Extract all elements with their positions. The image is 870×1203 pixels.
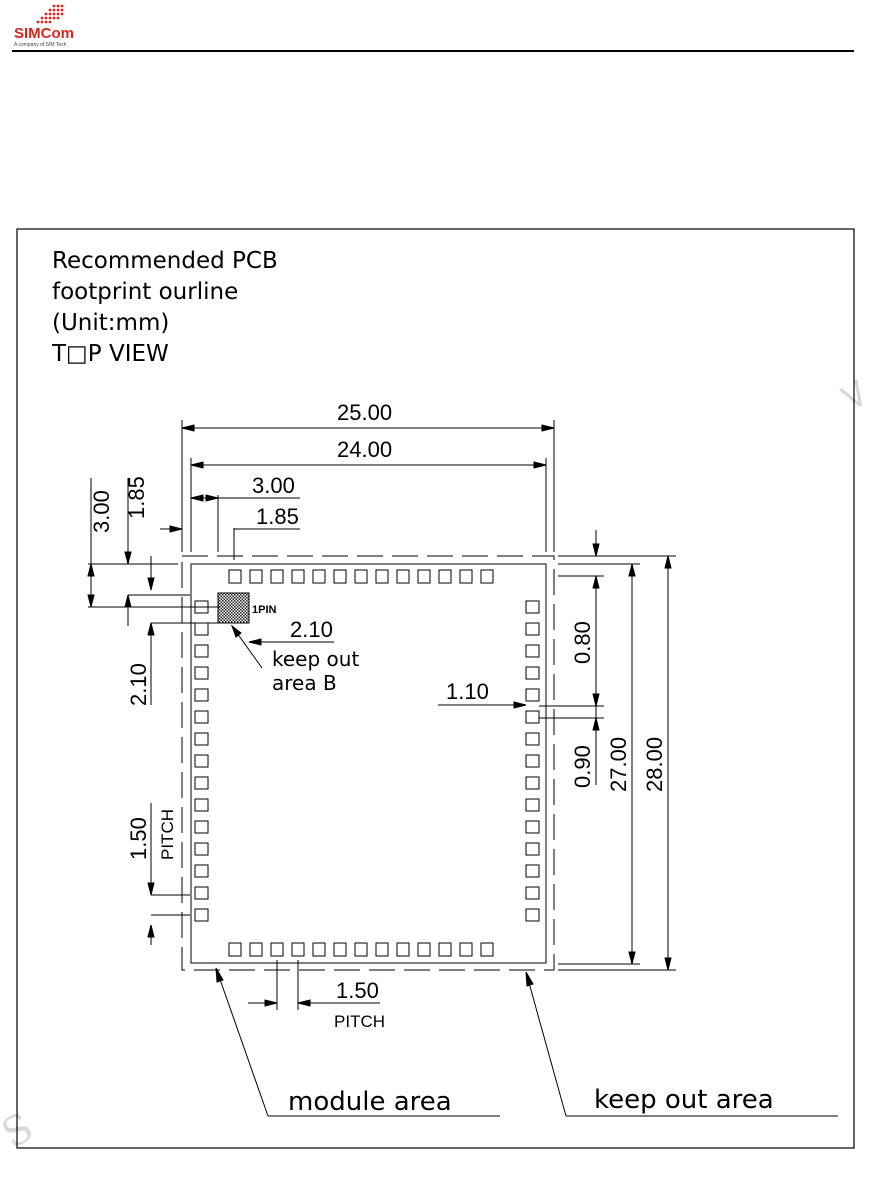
callout-labels: 1PIN keep out area B module area keep ou… (252, 604, 774, 1117)
dim-pad-gap: 0.90 (570, 745, 595, 788)
dim-width-inner: 24.00 (337, 437, 392, 462)
bottom-pad-row (229, 943, 493, 956)
dim-width-outer: 25.00 (337, 400, 392, 425)
module-area-outline (191, 564, 546, 963)
dimension-labels: 25.00 24.00 3.00 1.85 2.10 1.10 1.50 PIT… (89, 400, 667, 1031)
drawing-title: Recommended PCB footprint ourline (Unit:… (51, 248, 278, 367)
top-pad-row (229, 570, 493, 583)
keep-out-b-label-2: area B (272, 671, 337, 695)
dim-pad-length: 0.80 (570, 621, 595, 664)
dim-pitch-left: 1.50 (126, 817, 151, 860)
dim-left-offset-a: 3.00 (89, 490, 114, 533)
keep-out-area-label: keep out area (594, 1085, 774, 1115)
dim-pitch-bottom-label: PITCH (334, 1012, 385, 1031)
title-line-1: Recommended PCB (52, 248, 278, 274)
right-pad-column (526, 601, 539, 921)
dim-pad-width: 1.10 (446, 679, 489, 704)
keep-out-area-b (218, 593, 249, 623)
dim-pitch-bottom: 1.50 (336, 978, 379, 1003)
dim-height-inner: 27.00 (606, 737, 631, 792)
module-area-label: module area (288, 1087, 452, 1117)
dim-pitch-left-label: PITCH (158, 809, 177, 860)
pin1-label: 1PIN (252, 604, 277, 616)
dim-left-offset-b: 1.85 (124, 476, 149, 519)
title-line-3: (Unit:mm) (52, 310, 169, 336)
left-pad-column (195, 601, 208, 921)
title-line-4: T□P VIEW (51, 341, 169, 367)
dim-height-outer: 28.00 (642, 737, 667, 792)
keep-out-b-label-1: keep out (272, 647, 359, 671)
title-line-2: footprint ourline (52, 279, 238, 305)
dim-pin1-gap-v: 2.10 (126, 663, 151, 706)
dim-top-offset-b: 1.85 (256, 504, 299, 529)
dim-pin1-gap-h: 2.10 (290, 617, 333, 642)
dim-top-offset-a: 3.00 (252, 473, 295, 498)
dimension-lines (88, 420, 838, 1116)
